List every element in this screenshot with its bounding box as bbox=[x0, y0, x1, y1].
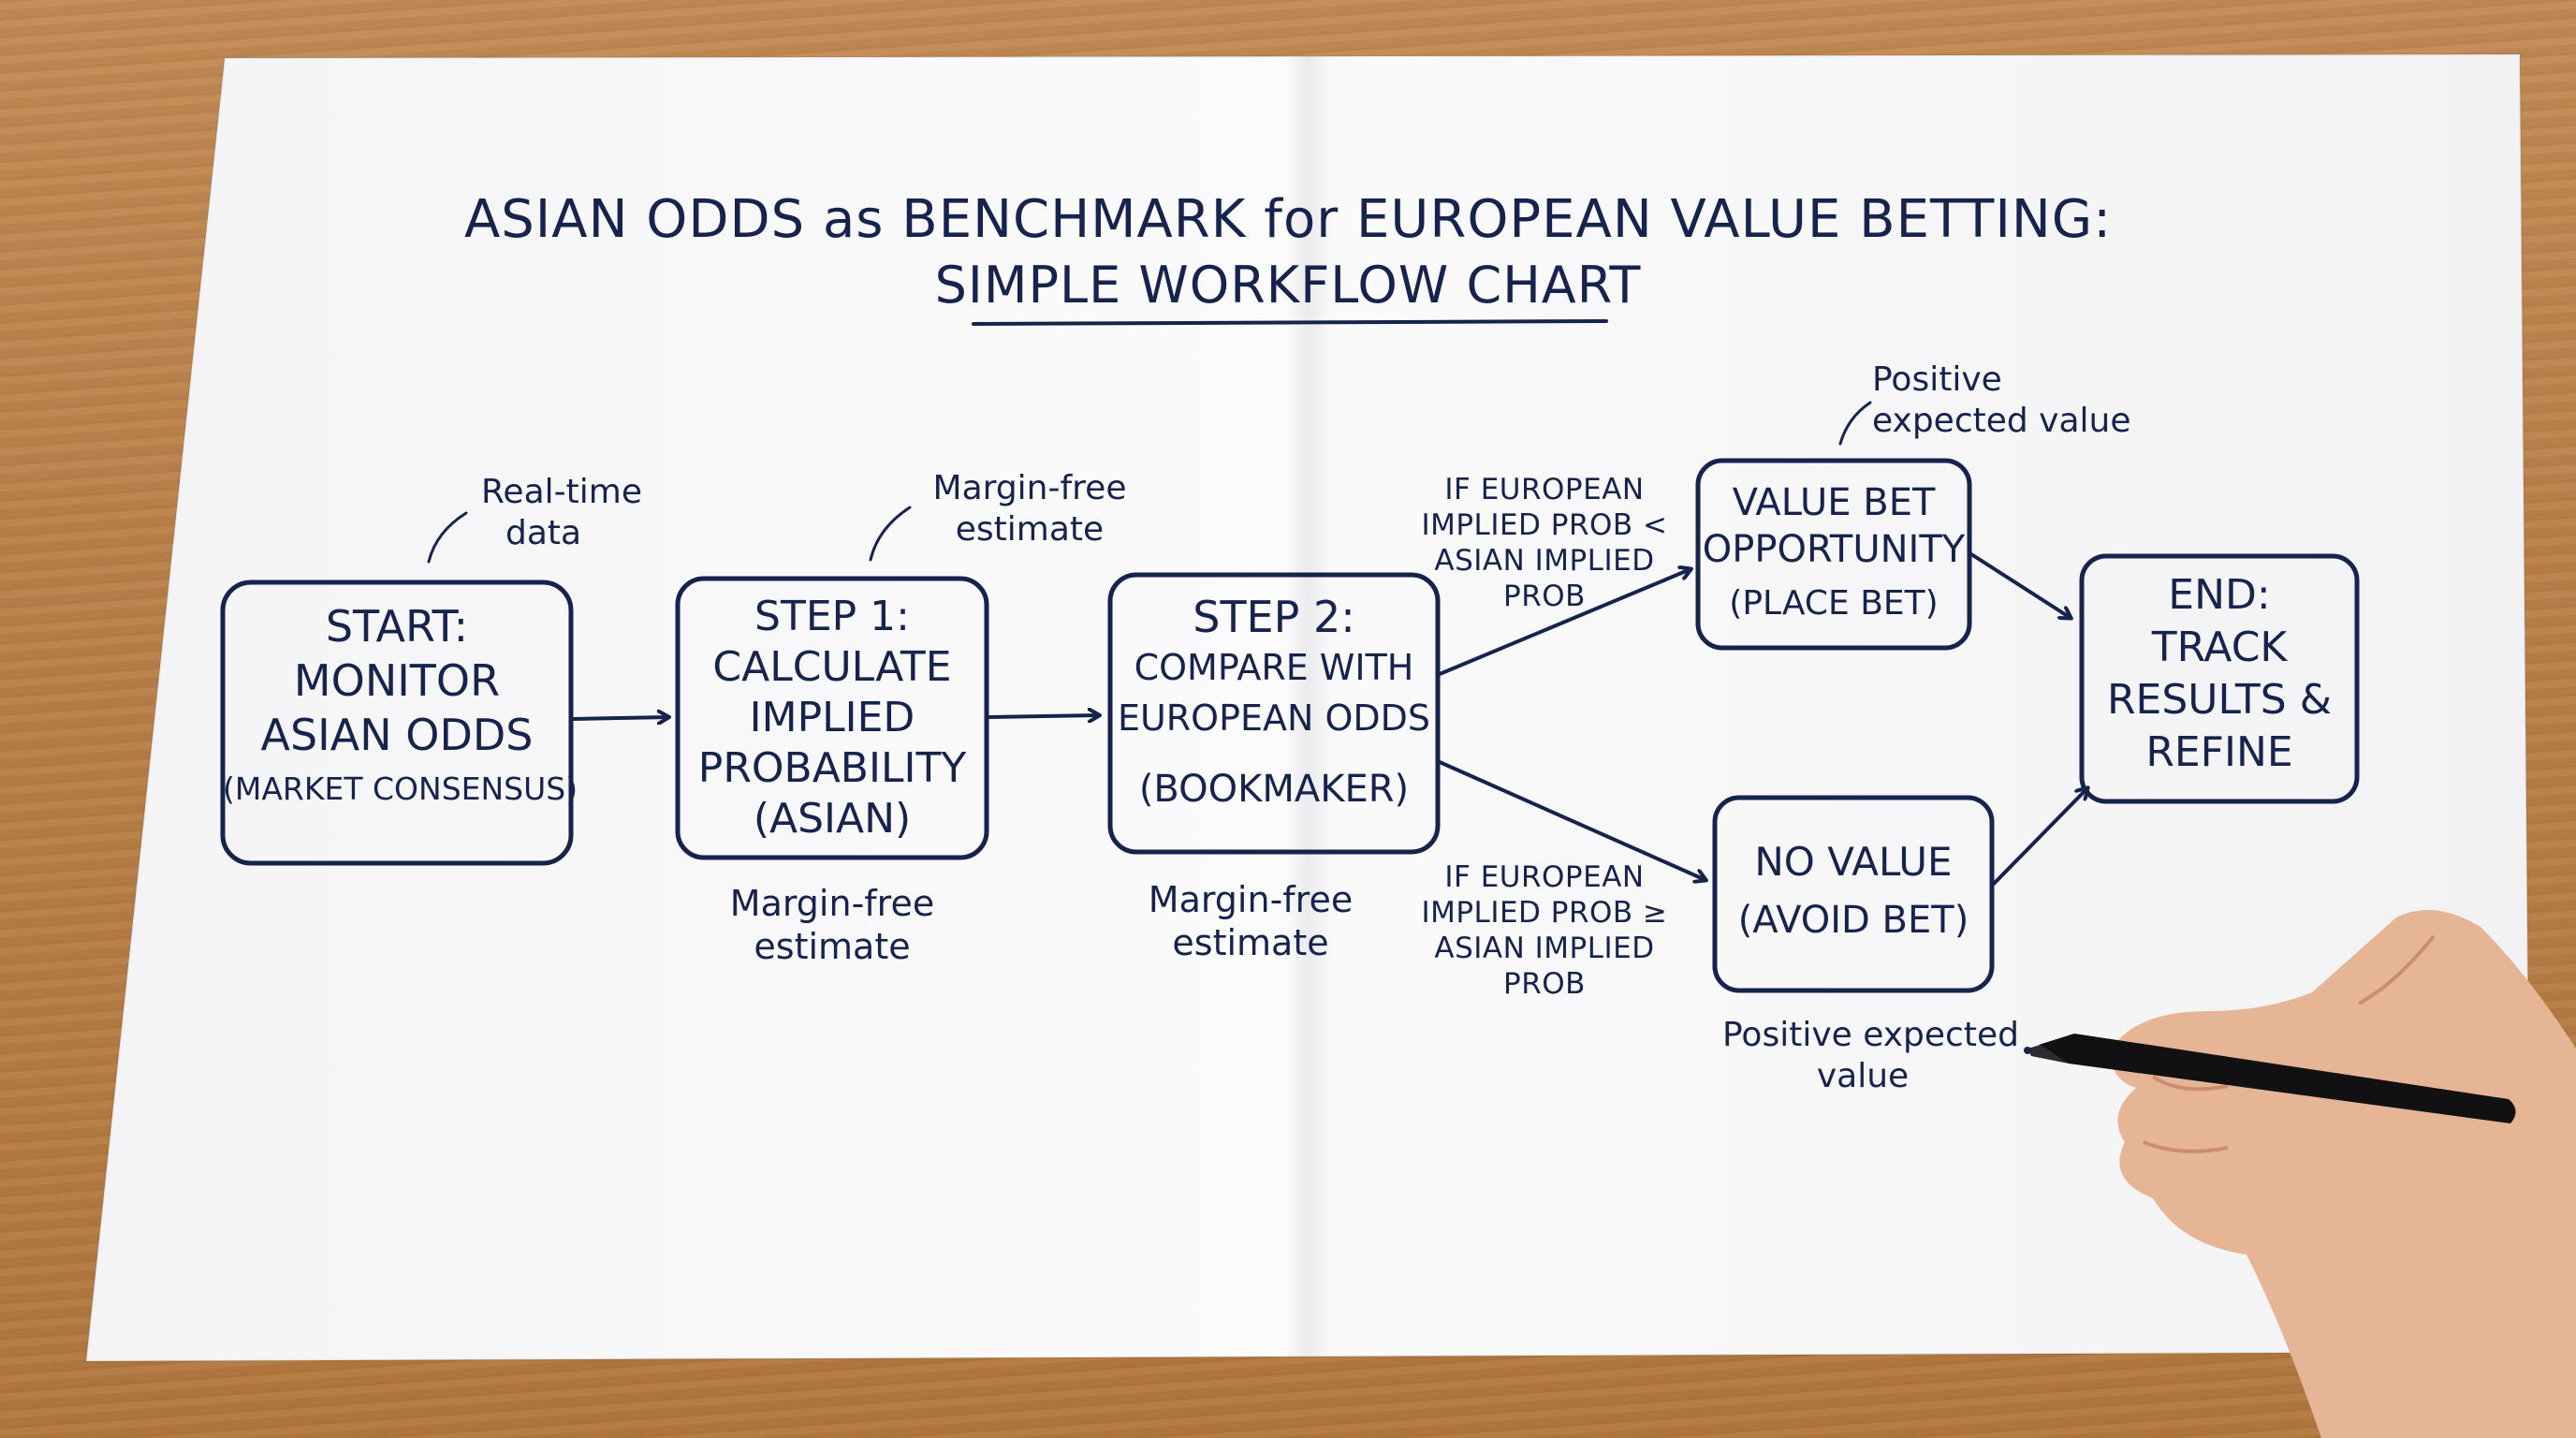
step1-node-line3: PROBABILITY bbox=[697, 744, 967, 792]
condition-upper-line3: ASIAN IMPLIED bbox=[1434, 544, 1655, 578]
title-underline bbox=[972, 319, 1608, 326]
no-value-node-line1: NO VALUE bbox=[1754, 839, 1953, 885]
step2-node-sub: (BOOKMAKER) bbox=[1138, 768, 1410, 811]
annotation-step1-bottom-line2: estimate bbox=[754, 926, 911, 967]
value-bet-node: VALUE BET OPPORTUNITY (PLACE BET) bbox=[1698, 479, 1969, 627]
step2-node-line1: COMPARE WITH bbox=[1134, 647, 1414, 688]
end-node-heading: END: bbox=[2168, 571, 2271, 619]
step2-node-line2: EUROPEAN ODDS bbox=[1117, 697, 1431, 739]
annotation-value-top-line1: Positive bbox=[1872, 360, 2002, 399]
annotation-step1-bottom-line1: Margin-free bbox=[729, 883, 935, 924]
condition-lower-line4: PROB bbox=[1503, 967, 1586, 1001]
annotation-step2-bottom-line1: Margin-free bbox=[1148, 879, 1354, 920]
step1-node-line1: CALCULATE bbox=[712, 643, 952, 691]
start-node: START: MONITOR ASIAN ODDS (MARKET CONSEN… bbox=[223, 599, 578, 816]
arrow-step1-to-step2 bbox=[987, 715, 1099, 717]
condition-upper-line2: IMPLIED PROB < bbox=[1421, 508, 1668, 542]
diagram-subtitle: SIMPLE WORKFLOW CHART bbox=[934, 256, 1642, 315]
condition-upper-line4: PROB bbox=[1503, 580, 1586, 613]
start-node-line1: MONITOR bbox=[293, 655, 501, 706]
step1-node: STEP 1: CALCULATE IMPLIED PROBABILITY (A… bbox=[678, 592, 987, 844]
start-node-heading: START: bbox=[325, 601, 469, 652]
value-bet-node-line2: OPPORTUNITY bbox=[1702, 528, 1966, 571]
hand-icon bbox=[2113, 910, 2576, 1438]
pen-icon bbox=[2024, 1034, 2516, 1123]
arrow-no-value-to-end bbox=[1992, 788, 2087, 886]
annotation-start-top-line1: Real-time bbox=[481, 473, 642, 511]
no-value-node-box bbox=[1712, 795, 1995, 993]
value-bet-node-line1: VALUE BET bbox=[1732, 481, 1936, 524]
annotation-tick-start bbox=[427, 511, 468, 564]
annotation-step2-bottom-line2: estimate bbox=[1172, 922, 1329, 963]
step2-node-heading: STEP 2: bbox=[1193, 592, 1355, 642]
annotation-novalue-bottom: Positive expected value bbox=[1722, 1015, 2019, 1097]
annotation-start-top-line2: data bbox=[505, 514, 582, 552]
step1-node-heading: STEP 1: bbox=[754, 593, 910, 640]
start-node-line2: ASIAN ODDS bbox=[260, 710, 534, 760]
annotation-step1-bottom: Margin-free estimate bbox=[678, 882, 987, 968]
annotation-start-top: Real-time data bbox=[449, 472, 674, 554]
annotation-value-top: Positive expected value bbox=[1872, 360, 2153, 442]
step2-node: STEP 2: COMPARE WITH EUROPEAN ODDS (BOOK… bbox=[1110, 592, 1438, 814]
no-value-node-sub: (AVOID BET) bbox=[1737, 899, 1969, 942]
step2-node-box bbox=[1107, 572, 1441, 855]
end-node-box bbox=[2079, 553, 2360, 804]
annotation-step1-top-line2: estimate bbox=[955, 510, 1105, 549]
arrow-step2-to-value-bet bbox=[1438, 569, 1690, 676]
value-bet-node-sub: (PLACE BET) bbox=[1729, 584, 1939, 623]
annotation-value-top-line2: expected value bbox=[1872, 402, 2131, 440]
end-node-line2: RESULTS & bbox=[2106, 676, 2333, 724]
start-node-sub: (MARKET CONSENSUS) bbox=[223, 770, 578, 807]
annotation-tick-value bbox=[1838, 401, 1872, 446]
annotation-step2-bottom: Margin-free estimate bbox=[1110, 878, 1391, 964]
step1-node-line2: IMPLIED bbox=[749, 694, 915, 741]
end-node-line1: TRACK bbox=[2151, 624, 2288, 671]
start-node-box bbox=[220, 580, 574, 866]
annotation-step1-top: Margin-free estimate bbox=[899, 468, 1161, 550]
diagram-title: ASIAN ODDS as BENCHMARK for EUROPEAN VAL… bbox=[463, 189, 2113, 250]
step1-node-sub: (ASIAN) bbox=[753, 795, 912, 843]
paper-surface bbox=[86, 54, 2531, 1361]
condition-lower-line2: IMPLIED PROB ≥ bbox=[1421, 896, 1668, 930]
condition-upper: IF EUROPEAN IMPLIED PROB < ASIAN IMPLIED… bbox=[1404, 472, 1685, 614]
annotation-novalue-bottom-line2: value bbox=[1816, 1057, 1910, 1095]
arrow-value-bet-to-end bbox=[1969, 552, 2071, 618]
annotation-step1-top-line1: Margin-free bbox=[932, 469, 1127, 507]
end-node-line3: REFINE bbox=[2145, 728, 2293, 776]
condition-upper-line1: IF EUROPEAN bbox=[1444, 473, 1645, 506]
condition-lower: IF EUROPEAN IMPLIED PROB ≥ ASIAN IMPLIED… bbox=[1404, 859, 1685, 1002]
arrow-step2-to-no-value bbox=[1438, 760, 1705, 880]
end-node: END: TRACK RESULTS & REFINE bbox=[2082, 569, 2357, 779]
annotation-novalue-bottom-line1: Positive expected bbox=[1722, 1016, 2019, 1054]
arrow-start-to-step1 bbox=[571, 717, 668, 719]
annotation-tick-step1 bbox=[869, 506, 912, 562]
step1-node-box bbox=[675, 576, 989, 860]
condition-lower-line1: IF EUROPEAN bbox=[1444, 860, 1645, 894]
no-value-node: NO VALUE (AVOID BET) bbox=[1715, 833, 1992, 949]
condition-lower-line3: ASIAN IMPLIED bbox=[1434, 932, 1655, 965]
